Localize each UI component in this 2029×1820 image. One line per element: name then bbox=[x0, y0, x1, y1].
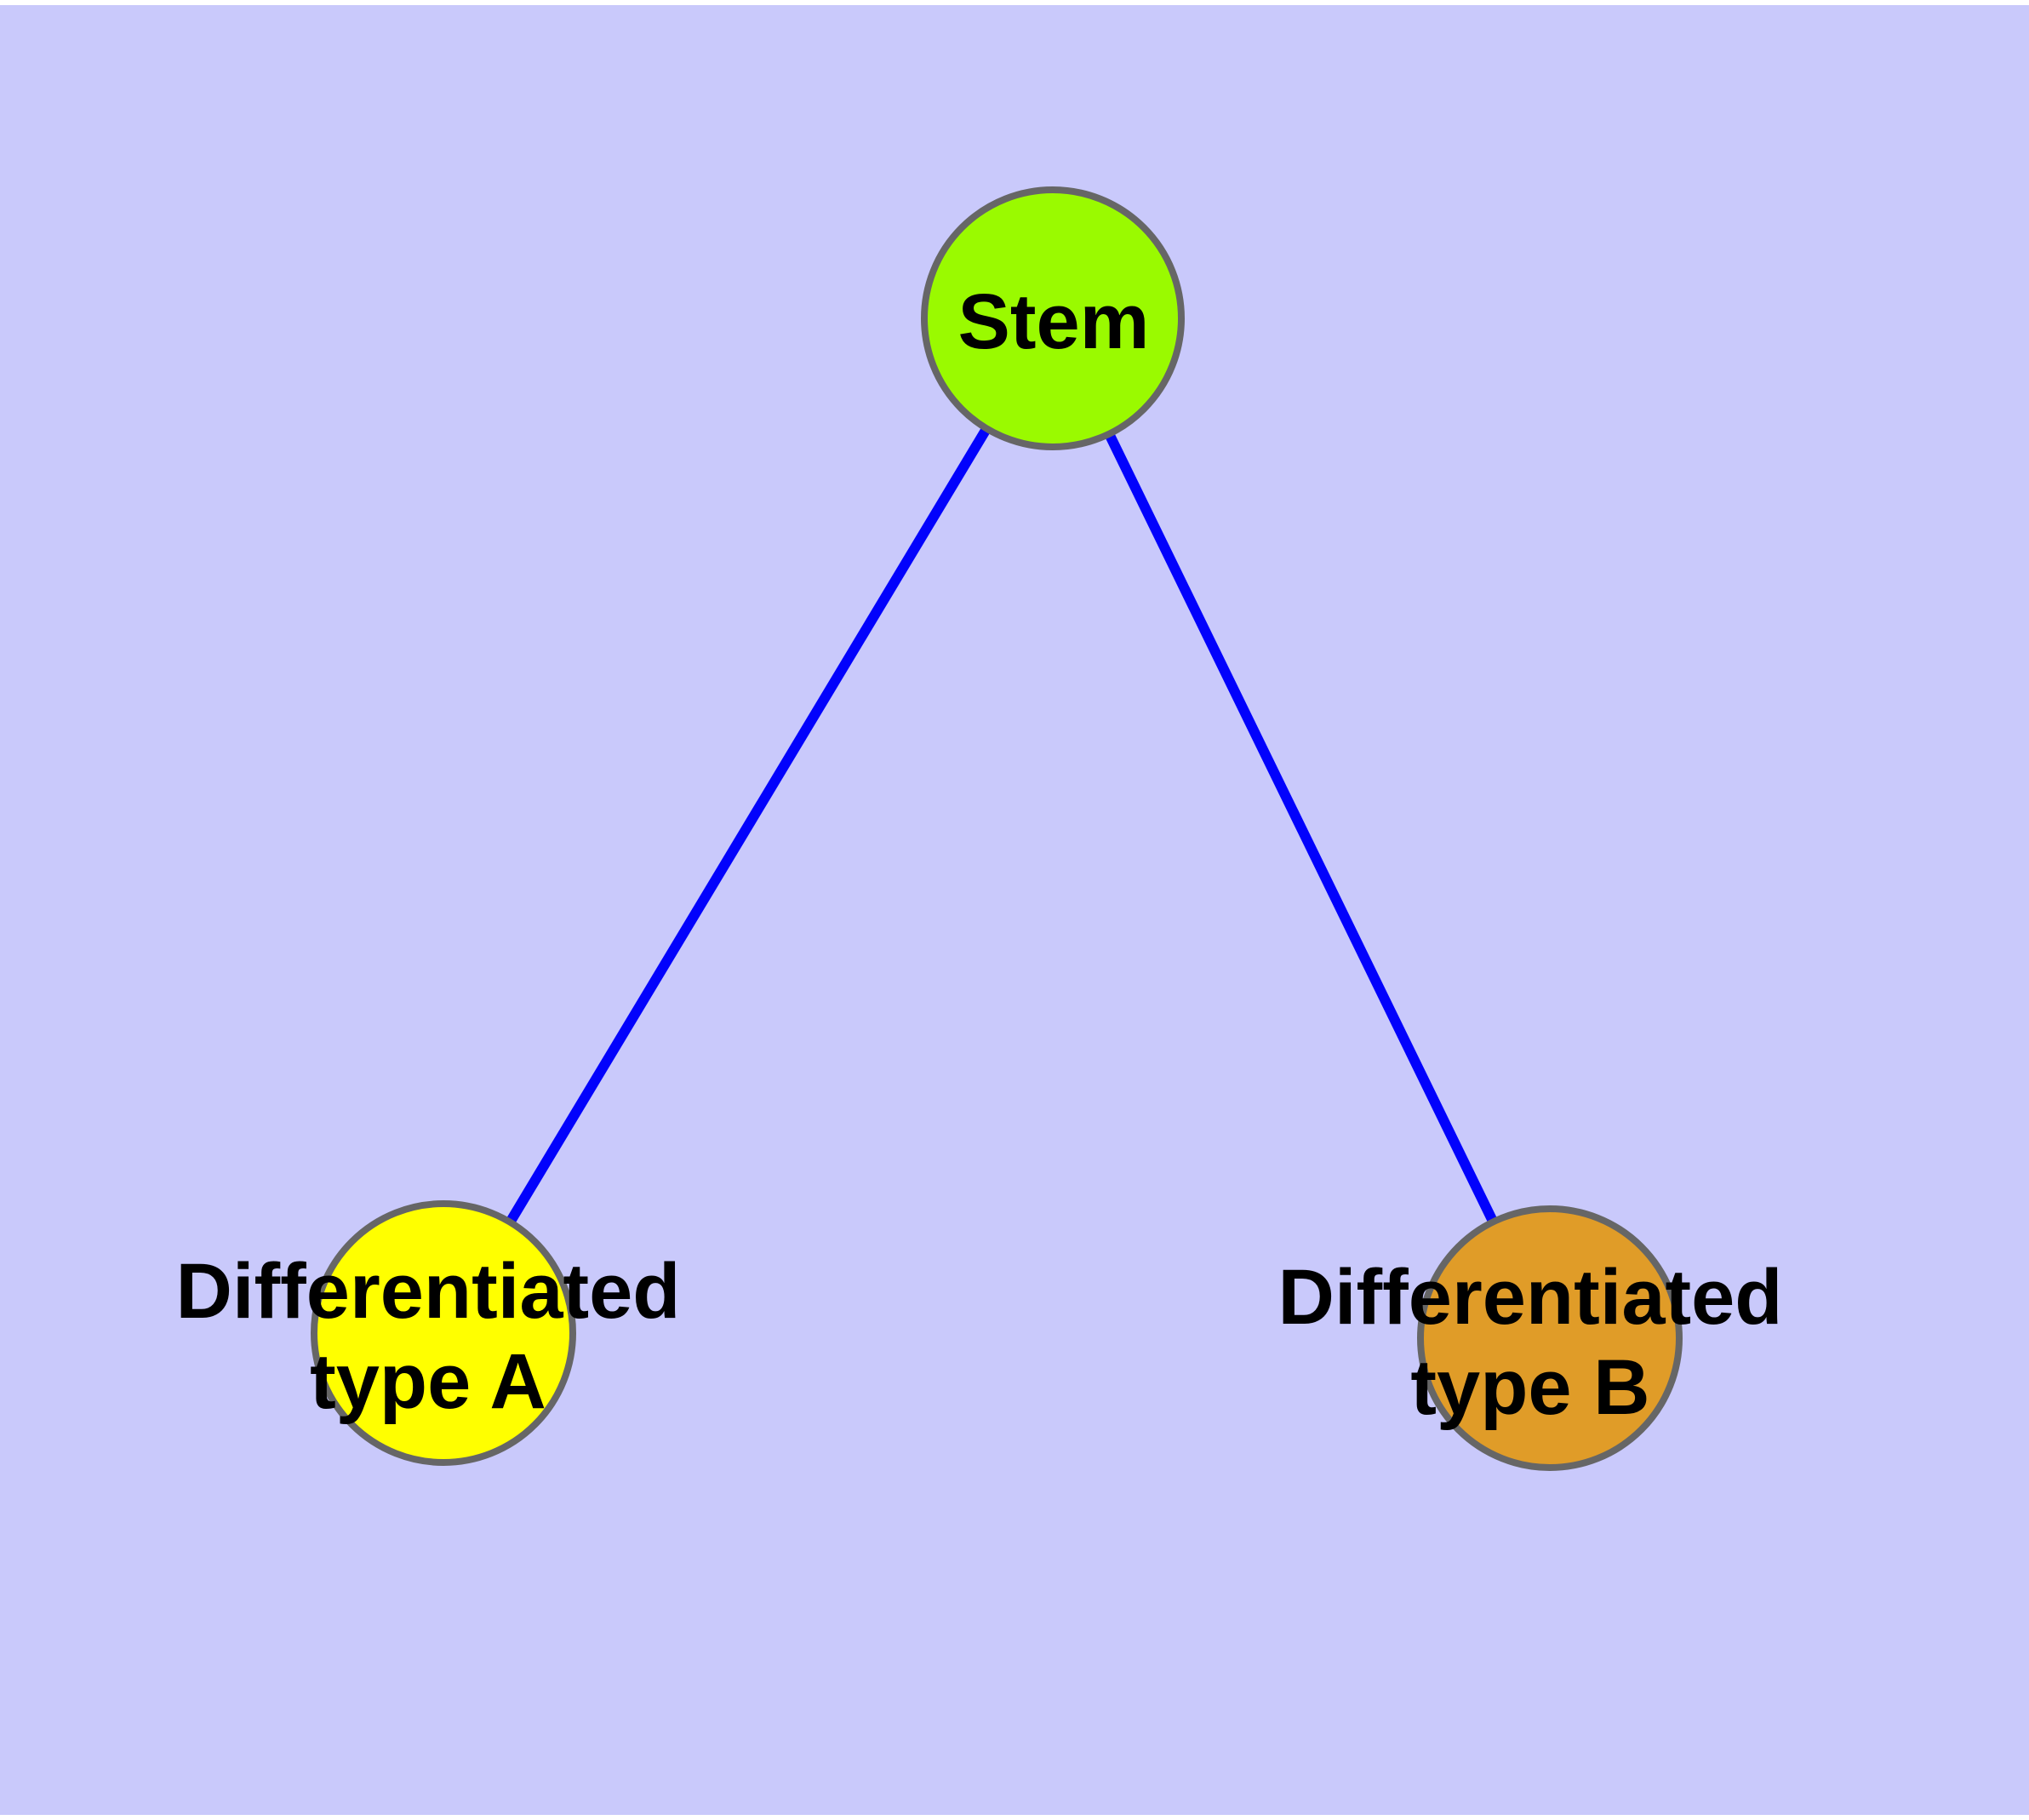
edge-stem-to-type-b bbox=[1048, 316, 1555, 1341]
node-type-b-label-line2: type B bbox=[1410, 1344, 1649, 1431]
edge-stem-to-type-a bbox=[438, 315, 1058, 1336]
node-type-a: Differentiated type A bbox=[176, 1200, 681, 1466]
node-type-a-label-line1: Differentiated bbox=[176, 1248, 681, 1335]
node-type-a-circle bbox=[311, 1200, 576, 1466]
node-stem-circle bbox=[921, 186, 1185, 450]
node-type-b: Differentiated type B bbox=[1278, 1205, 1783, 1471]
edge-group bbox=[438, 315, 1555, 1341]
node-type-b-circle bbox=[1417, 1205, 1683, 1471]
node-type-a-label-line2: type A bbox=[310, 1338, 546, 1425]
node-stem: Stem bbox=[921, 186, 1185, 450]
node-type-b-label-line1: Differentiated bbox=[1278, 1254, 1783, 1341]
node-stem-label: Stem bbox=[958, 278, 1150, 365]
